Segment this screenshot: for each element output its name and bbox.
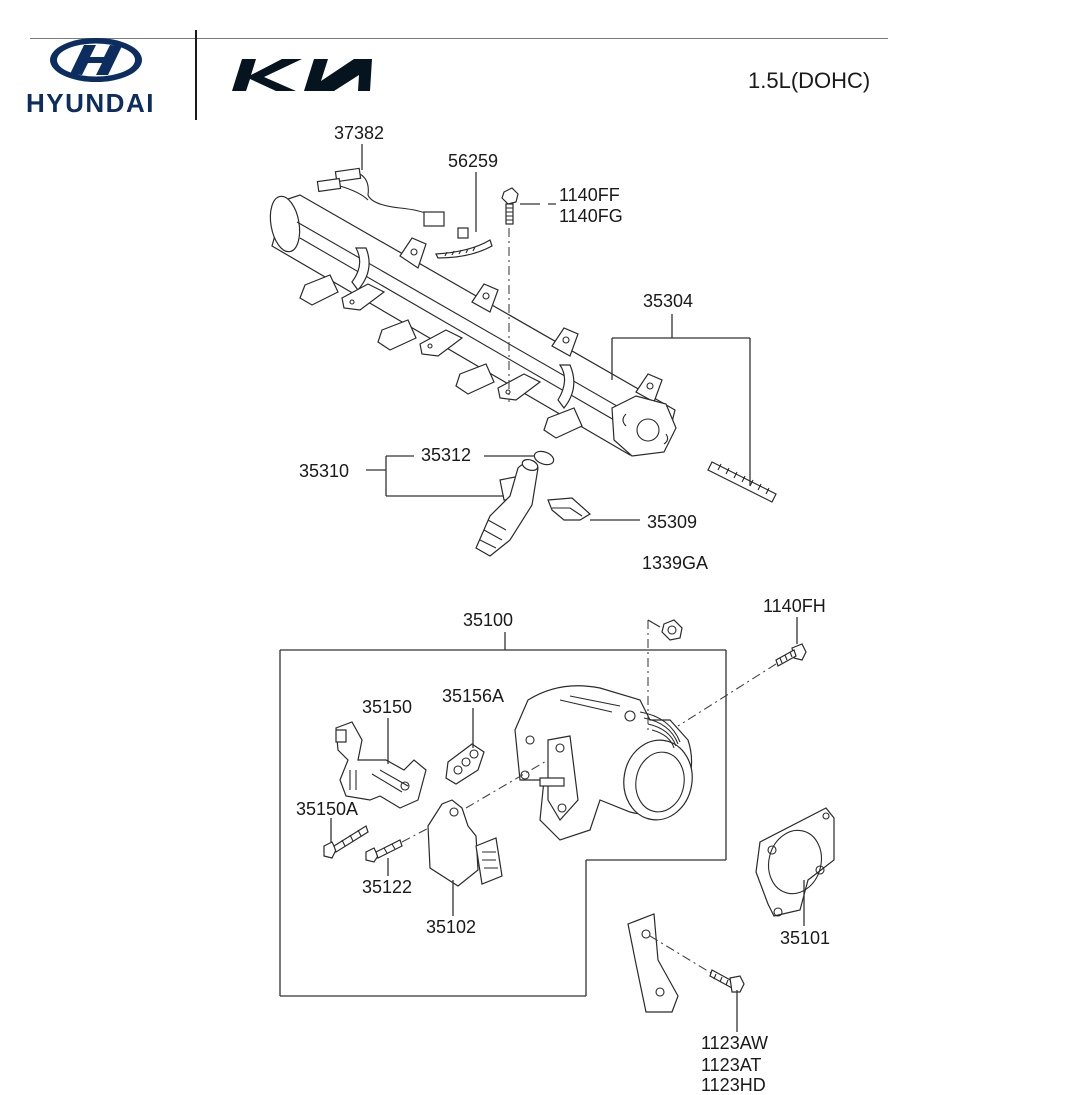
callout-1140ff[interactable]: 1140FF — [559, 185, 620, 205]
nut-leader — [647, 619, 661, 628]
callout-35101[interactable]: 35101 — [780, 928, 831, 948]
kia-logo-icon — [232, 59, 372, 91]
callout-35156a[interactable]: 35156A — [442, 686, 505, 706]
cable-tie-part[interactable] — [435, 227, 493, 259]
callout-1123aw[interactable]: 1123AW — [701, 1033, 769, 1053]
callout-1123hd[interactable]: 1123HD — [701, 1075, 766, 1095]
callout-56259[interactable]: 56259 — [448, 151, 499, 171]
fuel-rail-part[interactable] — [266, 194, 677, 457]
throttle-body-part[interactable] — [514, 685, 698, 841]
hyundai-logo-icon — [50, 38, 142, 82]
tps-screw-axis — [401, 821, 441, 843]
idle-actuator-part[interactable] — [335, 721, 427, 809]
rail-bolt-part[interactable] — [501, 187, 519, 225]
bracket-part[interactable] — [627, 913, 679, 1013]
throttle-bolt-part[interactable] — [775, 643, 807, 667]
tps-screw-part[interactable] — [365, 839, 403, 863]
callout-1339ga[interactable]: 1339GA — [642, 553, 709, 573]
throttle-position-sensor-part[interactable] — [427, 799, 503, 887]
callout-35150a[interactable]: 35150A — [296, 799, 359, 819]
brand-divider — [195, 30, 197, 120]
injector-clip-part[interactable] — [547, 497, 592, 521]
bracket-bolt-axis — [649, 935, 717, 977]
actuator-screw-part[interactable] — [323, 825, 369, 859]
header-rule — [30, 38, 888, 39]
engine-spec-label: 1.5L(DOHC) — [748, 68, 871, 93]
callout-35100[interactable]: 35100 — [463, 610, 514, 630]
callout-35310[interactable]: 35310 — [299, 461, 350, 481]
throttle-bolt-axis — [677, 663, 777, 727]
callout-35309[interactable]: 35309 — [647, 512, 698, 532]
nut-part[interactable] — [661, 619, 683, 641]
callout-1123at[interactable]: 1123AT — [701, 1055, 762, 1075]
throttle-gasket-part[interactable] — [755, 807, 835, 917]
callout-1140fh[interactable]: 1140FH — [763, 596, 826, 616]
o-ring-part[interactable] — [533, 449, 556, 467]
actuator-gasket-part[interactable] — [445, 743, 485, 785]
callout-35304[interactable]: 35304 — [643, 291, 694, 311]
bracket-bolt-part[interactable] — [709, 969, 745, 993]
callout-35312[interactable]: 35312 — [421, 445, 472, 465]
callout-35150[interactable]: 35150 — [362, 697, 413, 717]
callout-35122[interactable]: 35122 — [362, 877, 413, 897]
injector-part[interactable] — [475, 458, 539, 557]
hyundai-wordmark: HYUNDAI — [26, 88, 155, 118]
callout-37382[interactable]: 37382 — [334, 123, 385, 143]
stud-part[interactable] — [707, 461, 777, 503]
tps-axis — [465, 759, 549, 809]
wiring-harness-part[interactable] — [316, 167, 445, 227]
callout-35102[interactable]: 35102 — [426, 917, 477, 937]
leader-lines — [279, 144, 805, 1032]
callout-1140fg[interactable]: 1140FG — [559, 206, 623, 226]
